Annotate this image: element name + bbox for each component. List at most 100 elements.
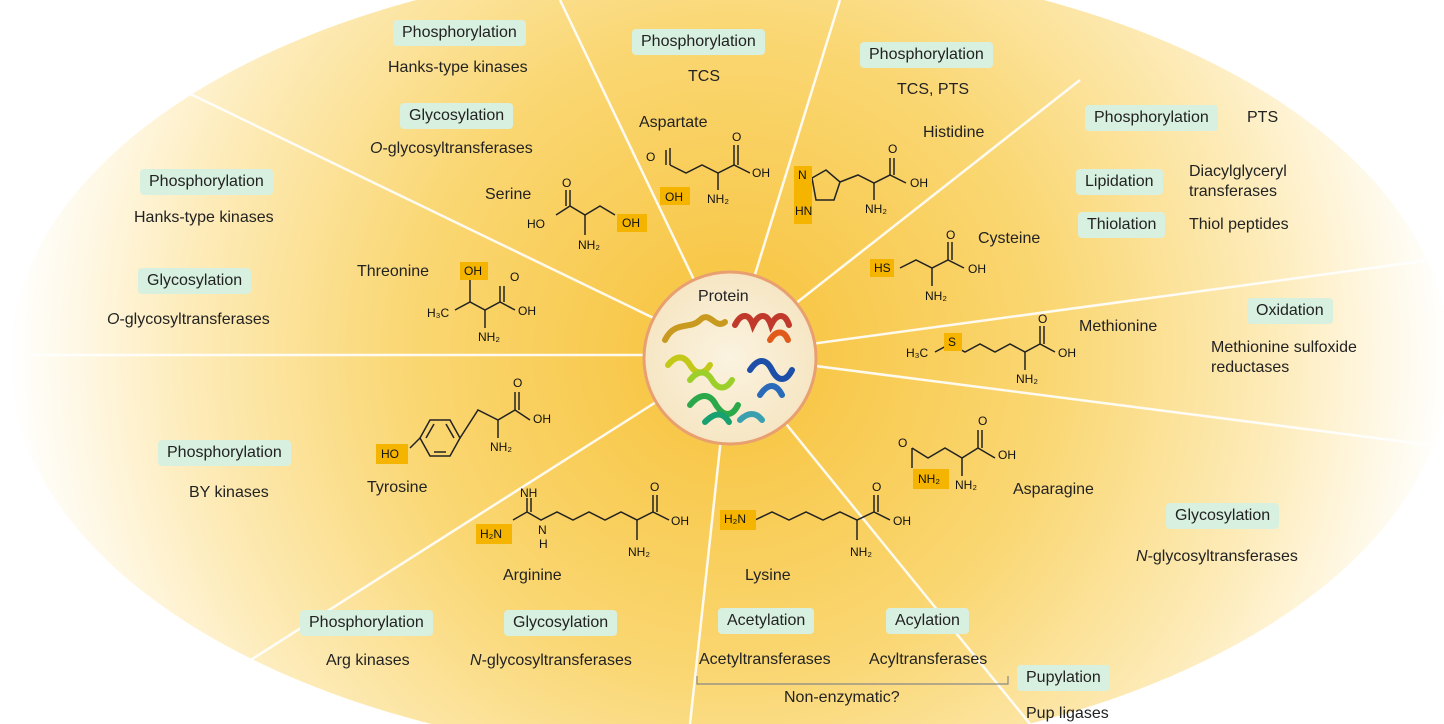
tyr-o: O: [513, 376, 523, 390]
protein-ribbon: [662, 313, 795, 425]
asn-o1: O: [898, 436, 908, 450]
asn-nh2-side: NH₂: [918, 472, 940, 486]
highlight-cysteine-hs: [870, 259, 894, 277]
tag-acetylation: Acetylation: [718, 608, 815, 634]
aa-lysine: Lysine: [745, 567, 791, 584]
arg-n: N: [538, 523, 547, 537]
cys-nh2: NH₂: [925, 289, 947, 303]
ser-o: O: [562, 176, 572, 190]
highlight-arginine-h2n: [476, 524, 512, 544]
met-oh: OH: [1058, 346, 1076, 360]
tag-pupylation: Pupylation: [1017, 665, 1110, 691]
asn-o2: O: [978, 414, 988, 428]
met-o: O: [1038, 312, 1048, 326]
cys-oh: OH: [968, 262, 986, 276]
enzyme-by-kinases: BY kinases: [189, 484, 269, 501]
lys-h2n: H₂N: [724, 512, 746, 526]
highlight-histidine-n: [794, 166, 812, 224]
arg-h: H: [539, 537, 548, 551]
thr-o: O: [510, 270, 520, 284]
tyr-nh2: NH₂: [490, 440, 512, 454]
tag-phosphorylation-tcs: Phosphorylation: [632, 29, 765, 55]
tag-phosphorylation-hanks-left: Phosphorylation: [140, 169, 273, 195]
highlight-methionine-s: [944, 333, 962, 351]
tag-phosphorylation-hanks-top: Phosphorylation: [393, 20, 526, 46]
tyr-oh: OH: [533, 412, 551, 426]
non-enzymatic-bracket: [696, 676, 1009, 685]
enzyme-n-glyco-right: N-glycosyltransferases: [1136, 547, 1298, 567]
aa-arginine: Arginine: [503, 567, 562, 584]
enzyme-n-glyco-bottom: N-glycosyltransferases: [470, 651, 632, 671]
aa-histidine: Histidine: [923, 124, 985, 141]
aa-asparagine: Asparagine: [1013, 481, 1094, 498]
highlight-lysine-h2n: [720, 510, 756, 530]
thr-oh: OH: [464, 264, 482, 278]
his-n: N: [798, 168, 807, 182]
tag-phosphorylation-arg: Phosphorylation: [300, 610, 433, 636]
asp-oh: OH: [665, 190, 683, 204]
n-rest: -glycosyltransferases: [481, 652, 632, 669]
tag-phosphorylation-pts: Phosphorylation: [1085, 105, 1218, 131]
tag-glycosylation-n-bottom: Glycosylation: [504, 610, 618, 636]
n-rest: -glycosyltransferases: [1147, 548, 1298, 565]
arg-o: O: [650, 480, 660, 494]
tag-thiolation: Thiolation: [1078, 212, 1166, 238]
his-hn: HN: [795, 204, 813, 218]
enzyme-non-enzymatic: Non-enzymatic?: [784, 689, 900, 706]
o-prefix: O: [370, 140, 383, 157]
highlight-asparagine-nh2: [913, 469, 949, 489]
enzyme-pup-ligases: Pup ligases: [1026, 705, 1109, 722]
his-oh: OH: [910, 176, 928, 190]
met-h3c: H₃C: [906, 346, 929, 360]
asn-nh2: NH₂: [955, 478, 977, 492]
tag-glycosylation-o-left: Glycosylation: [138, 268, 252, 294]
enzyme-thiol-peptides: Thiol peptides: [1189, 216, 1289, 233]
spokes: [30, 0, 1431, 724]
met-nh2: NH₂: [1016, 372, 1038, 386]
lys-o: O: [872, 480, 882, 494]
thr-h3c: H₃C: [427, 306, 450, 320]
aa-serine: Serine: [485, 186, 532, 203]
tyr-ho: HO: [381, 447, 399, 461]
aa-tyrosine: Tyrosine: [367, 479, 428, 496]
enzyme-hanks-top: Hanks-type kinases: [388, 59, 528, 76]
asp-o1: O: [646, 150, 656, 164]
aa-threonine: Threonine: [357, 263, 430, 280]
ser-oh: OH: [622, 216, 640, 230]
arg-nh: NH: [520, 486, 538, 500]
enzyme-met-sulfoxide: Methionine sulfoxide reductases: [1211, 339, 1357, 376]
enzyme-arg-kinases: Arg kinases: [326, 652, 410, 669]
thr-oh2: OH: [518, 304, 536, 318]
highlight-threonine-oh: [460, 262, 488, 280]
aa-methionine: Methionine: [1079, 318, 1158, 335]
enzyme-pts: PTS: [1247, 109, 1279, 126]
tag-phosphorylation-tcs-pts: Phosphorylation: [860, 42, 993, 68]
thr-nh2: NH₂: [478, 330, 500, 344]
asp-o2: O: [732, 130, 742, 144]
highlight-serine-oh: [617, 214, 647, 232]
asp-nh2: NH₂: [707, 192, 729, 206]
o-rest: -glycosyltransferases: [382, 140, 533, 157]
asp-oh2: OH: [752, 166, 770, 180]
enzyme-acyltransferases: Acyltransferases: [869, 651, 988, 668]
arg-h2n: H₂N: [480, 527, 502, 541]
n-prefix: N: [1136, 548, 1148, 565]
tag-acylation: Acylation: [886, 608, 969, 634]
o-rest: -glycosyltransferases: [119, 311, 270, 328]
met-s: S: [948, 335, 957, 349]
tag-glycosylation-n-right: Glycosylation: [1166, 503, 1280, 529]
highlight-aspartate-oh: [660, 187, 690, 205]
arg-nh2: NH₂: [628, 545, 650, 559]
enzyme-o-glyco-top: O-glycosyltransferases: [370, 139, 533, 159]
protein-label: Protein: [698, 288, 749, 305]
o-prefix: O: [107, 311, 120, 328]
ser-ho: HO: [527, 217, 545, 231]
tag-lipidation: Lipidation: [1076, 169, 1163, 195]
arg-oh: OH: [671, 514, 689, 528]
lys-nh2: NH₂: [850, 545, 872, 559]
enzyme-acetyltransferases: Acetyltransferases: [699, 651, 831, 668]
lys-oh: OH: [893, 514, 911, 528]
aa-cysteine: Cysteine: [978, 230, 1041, 247]
enzyme-tcs-pts: TCS, PTS: [897, 81, 970, 98]
